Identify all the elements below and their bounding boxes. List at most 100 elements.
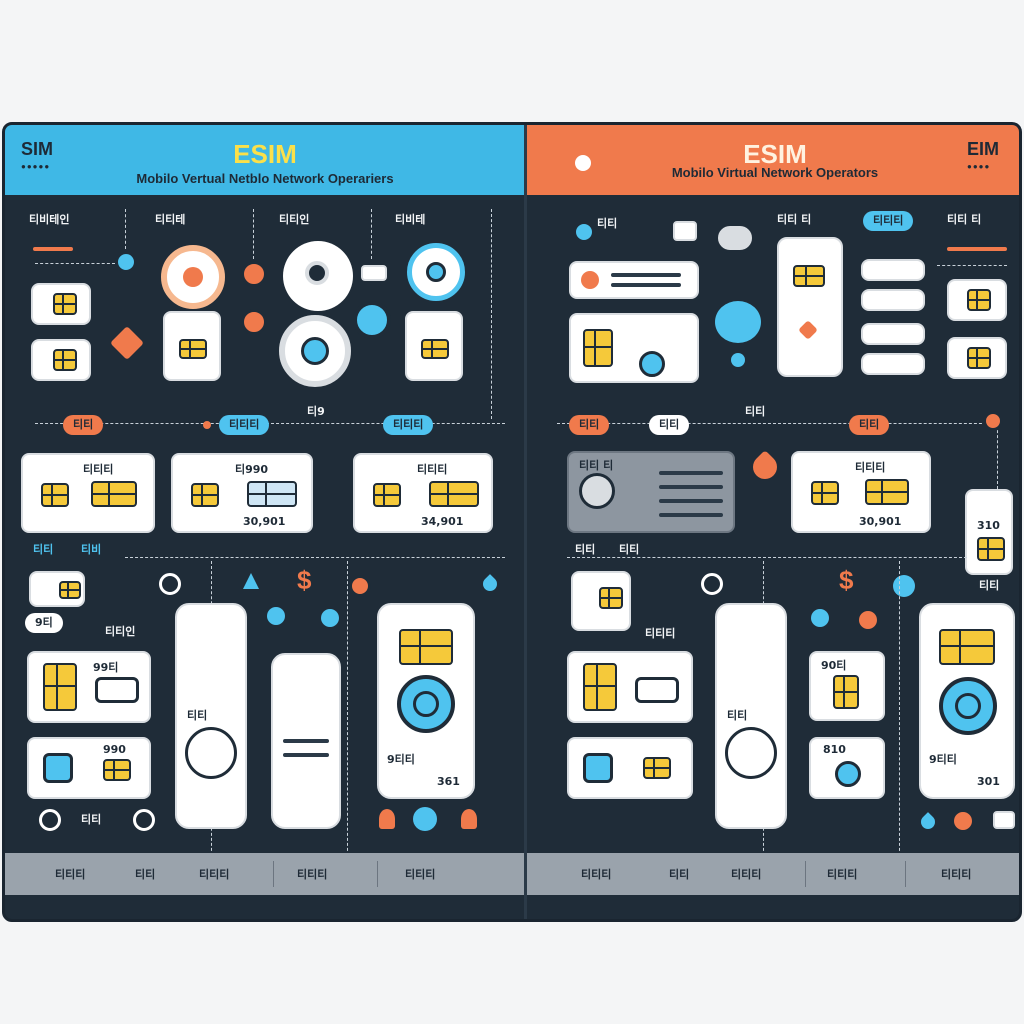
header-esim: ESIM Mobilo Virtual Network Operators EI… <box>527 125 1019 195</box>
sim-chip-icon <box>977 537 1005 561</box>
pill-label[interactable]: 티티 <box>569 415 610 435</box>
footer-item[interactable]: 티티티 <box>297 868 328 881</box>
header-title: ESIM <box>743 139 807 169</box>
accent-bar <box>33 247 73 251</box>
pill-label[interactable]: 9티 <box>25 613 63 633</box>
plan-card[interactable]: 티티티 <box>21 453 155 533</box>
sim-chip-icon <box>41 483 69 507</box>
top-label: 티비테인 <box>29 213 70 226</box>
sim-chip-icon <box>179 339 207 359</box>
sim-chip-icon <box>793 265 825 287</box>
plan-card[interactable] <box>567 651 693 723</box>
header-subtitle: Mobilo Virtual Network Operators <box>671 165 879 180</box>
pill-label[interactable]: 티티티 <box>219 415 270 435</box>
target-icon <box>939 677 997 735</box>
footer-item[interactable]: 티티티 <box>731 868 762 881</box>
sim-card[interactable] <box>31 339 91 381</box>
sim-chip-icon <box>59 581 81 599</box>
sim-card-vertical[interactable]: 310 <box>965 489 1013 575</box>
phone-card[interactable]: 9티티 361 <box>377 603 475 799</box>
sim-chip-icon <box>967 347 991 369</box>
target-icon <box>397 675 455 733</box>
plan-card[interactable] <box>567 737 693 799</box>
section-label: 티티 <box>745 405 766 418</box>
diamond-icon <box>110 326 144 360</box>
sim-card[interactable] <box>31 283 91 325</box>
drop-icon <box>480 574 500 594</box>
phone-card[interactable] <box>777 237 843 377</box>
lock-icon <box>283 241 353 311</box>
list-row[interactable] <box>861 353 925 375</box>
top-label: 티티 <box>597 217 618 230</box>
sim-chip-icon <box>373 483 401 507</box>
orange-dot-icon <box>241 309 267 335</box>
mini-card <box>993 811 1015 829</box>
pill-label[interactable]: 티티티 <box>863 211 914 231</box>
plan-card[interactable]: 990 <box>27 737 151 799</box>
plan-card[interactable]: 티990 30,901 <box>171 453 313 533</box>
top-label: 티티 티 <box>947 213 982 226</box>
plan-card[interactable]: 810 <box>809 737 885 799</box>
orange-dot-icon <box>241 261 267 287</box>
footer-item[interactable]: 티티티 <box>55 868 86 881</box>
footer-bar: 티티티 티티 티티티 티티티 티티티 <box>527 853 1019 895</box>
plan-card[interactable]: 티티티 30,901 <box>791 451 931 533</box>
pill-label[interactable]: 티티 <box>63 415 104 435</box>
row-label: 티티 <box>619 543 640 556</box>
side-label: 티티 <box>979 579 1000 592</box>
footer-item[interactable]: 티티 <box>135 868 156 881</box>
top-label: 티비테 <box>395 213 426 226</box>
footer-item[interactable]: 티티티 <box>941 868 972 881</box>
ring-icon <box>133 809 155 831</box>
pill-label[interactable]: 티티 <box>849 415 890 435</box>
plan-card[interactable]: 90티 <box>809 651 885 721</box>
sim-card[interactable] <box>947 337 1007 379</box>
large-sim-shape <box>271 653 341 829</box>
footer-item[interactable]: 티티티 <box>199 868 230 881</box>
toggle-icon[interactable] <box>715 223 755 253</box>
sim-chip-icon <box>599 587 623 609</box>
plan-card[interactable] <box>569 261 699 299</box>
sim-chip-icon <box>43 663 77 711</box>
header-tag: SIM●●●●● <box>21 139 54 171</box>
list-row[interactable] <box>861 259 925 281</box>
footer-item[interactable]: 티티티 <box>405 868 436 881</box>
ring-icon <box>39 809 61 831</box>
target-icon <box>407 243 465 301</box>
panel-esim: ESIM Mobilo Virtual Network Operators EI… <box>527 125 1019 919</box>
footer-item[interactable]: 티티티 <box>827 868 858 881</box>
pill-label[interactable]: 티티티 <box>383 415 434 435</box>
list-row[interactable] <box>861 289 925 311</box>
sim-card[interactable] <box>29 571 85 607</box>
sim-card[interactable] <box>947 279 1007 321</box>
sim-chip-icon <box>643 757 671 779</box>
sim-chip-icon <box>53 293 77 315</box>
small-label: 티티인 <box>105 625 136 638</box>
footer-item[interactable]: 티티티 <box>581 868 612 881</box>
phone-card[interactable]: 9티티 301 <box>919 603 1015 799</box>
sim-chip-icon <box>865 479 909 505</box>
pill-label[interactable]: 티티 <box>649 415 690 435</box>
orange-dot-icon <box>349 575 371 597</box>
header-tag: EIM●●●● <box>967 139 1000 171</box>
sim-card[interactable] <box>571 571 631 631</box>
ring-icon <box>701 573 723 595</box>
sim-card-vertical[interactable] <box>163 311 221 381</box>
top-label: 티티테 <box>155 213 186 226</box>
target-icon <box>573 221 595 243</box>
list-row[interactable] <box>861 323 925 345</box>
sim-chip-icon <box>103 759 131 781</box>
plan-card[interactable] <box>569 313 699 383</box>
header-subtitle: Mobilo Vertual Netblo Network Operariers <box>136 171 394 186</box>
sim-card-vertical[interactable] <box>405 311 463 381</box>
sim-chip-icon <box>91 481 137 507</box>
sim-chip-icon <box>583 329 613 367</box>
footer-item[interactable]: 티티 <box>669 868 690 881</box>
plan-card[interactable]: 티티티 34,901 <box>353 453 493 533</box>
plan-card-dark[interactable]: 티티 티 <box>567 451 735 533</box>
location-icon <box>748 450 782 484</box>
header-sim: SIM●●●●● ESIM Mobilo Vertual Netblo Netw… <box>5 125 525 195</box>
row-label: 티티 <box>575 543 596 556</box>
signal-icon <box>715 301 761 343</box>
plan-card[interactable]: 99티 <box>27 651 151 723</box>
